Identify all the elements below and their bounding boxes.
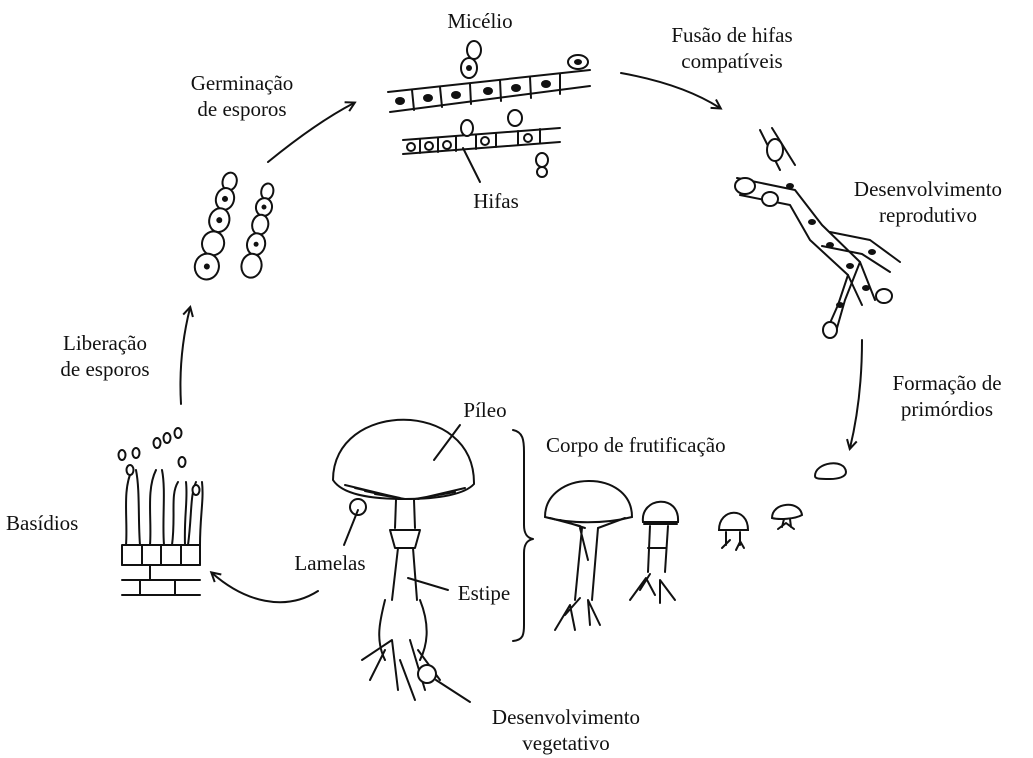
label-germinacao: Germinação de esporos [172,70,312,122]
developing-fruiting-body [630,502,678,603]
label-fusao-hifas-line1: Fusão de hifas [652,22,812,48]
label-liberacao: Liberação de esporos [40,330,170,382]
leader-desenvolvimento-vegetativo [436,680,470,702]
label-corpo-frutificacao: Corpo de frutificação [546,432,786,458]
arrow-to-primordia [850,340,862,448]
mycelium-hyphae [388,41,590,177]
label-liberacao-line2: de esporos [40,356,170,382]
label-hifas: Hifas [466,188,526,214]
label-micelio: Micélio [440,8,520,34]
leader-lamelas [344,510,358,545]
label-basidios: Basídios [6,510,106,536]
leader-hifas [463,148,480,182]
mature-fruiting-body [545,481,632,630]
label-formacao-primordios-line1: Formação de [872,370,1022,396]
young-fruiting-body [719,513,748,550]
label-fusao-hifas-line2: compatíveis [652,48,812,74]
label-formacao-primordios-line2: primórdios [872,396,1022,422]
label-germinacao-line2: de esporos [172,96,312,122]
basidia [119,428,203,595]
label-germinacao-line1: Germinação [172,70,312,96]
label-fusao-hifas: Fusão de hifas compatíveis [652,22,812,74]
germinating-spores [192,170,279,282]
arrow-to-basidia [212,573,318,602]
label-desenvolvimento-vegetativo-line1: Desenvolvimento [466,704,666,730]
label-liberacao-line1: Liberação [40,330,170,356]
label-desenvolvimento-vegetativo-line2: vegetativo [466,730,666,756]
label-desenvolvimento-vegetativo: Desenvolvimento vegetativo [466,704,666,756]
fused-hyphae [735,128,900,338]
label-desenvolvimento-reprodutivo: Desenvolvimento reprodutivo [828,176,1028,228]
label-formacao-primordios: Formação de primórdios [872,370,1022,422]
arrow-mycelium-to-fusion [621,73,720,108]
primordium [815,463,846,479]
label-pileo: Píleo [450,397,520,423]
label-desenvolvimento-reprodutivo-line1: Desenvolvimento [828,176,1028,202]
leader-estipe [408,578,448,590]
small-fruiting-body [772,505,802,529]
fruiting-body-bracket [513,430,533,641]
arrow-spore-release [180,308,190,404]
label-estipe: Estipe [446,580,522,606]
label-lamelas: Lamelas [280,550,380,576]
label-desenvolvimento-reprodutivo-line2: reprodutivo [828,202,1028,228]
